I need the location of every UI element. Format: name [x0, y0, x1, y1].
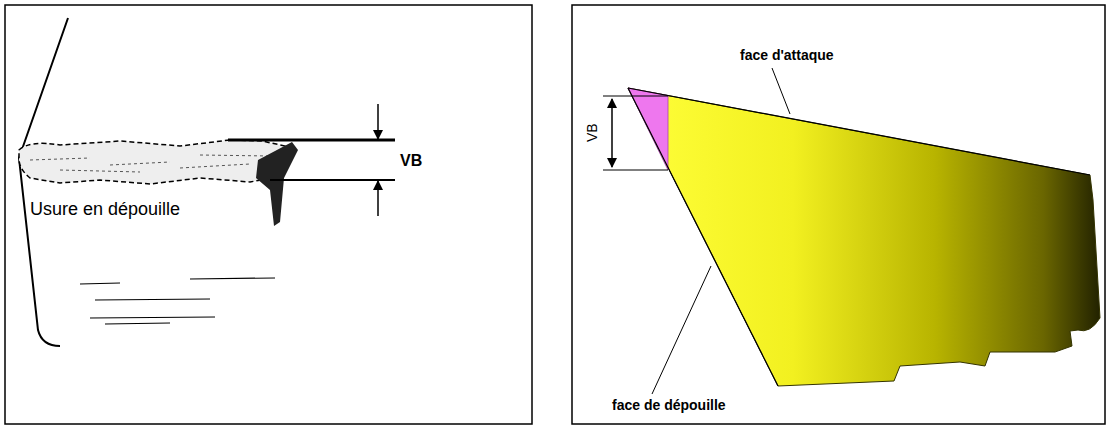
- reference-line: [270, 179, 395, 181]
- face-label: face de dépouille: [612, 398, 726, 413]
- dimension-arrow: [377, 181, 379, 216]
- extension-line: [603, 96, 668, 97]
- sketch-lines: [80, 278, 275, 324]
- rake-face-line: [628, 88, 1090, 175]
- extension-line: [603, 170, 668, 171]
- wear-texture: [30, 155, 270, 172]
- wear-band: [19, 140, 285, 184]
- panel-frame: [5, 5, 532, 424]
- leader-line: [652, 266, 711, 394]
- wear-caption: Usure en dépouille: [30, 200, 180, 220]
- dimension-arrow: [611, 99, 613, 167]
- panel-frame: [572, 5, 1105, 424]
- face-label: face d'attaque: [740, 48, 834, 63]
- leader-line: [772, 68, 790, 114]
- flank-face-line: [628, 88, 778, 386]
- dimension-label: VB: [584, 124, 599, 143]
- wear-notch: [256, 142, 298, 226]
- reference-line: [228, 139, 395, 142]
- tool-section: [628, 88, 1100, 386]
- dimension-label: VB: [400, 152, 422, 170]
- dimension-arrow: [377, 104, 379, 139]
